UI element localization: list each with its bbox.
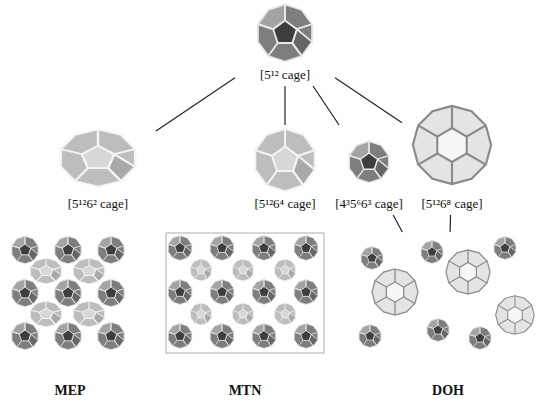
cage-label: [5¹²6² cage] xyxy=(40,196,156,212)
connector-line xyxy=(313,86,339,125)
structure-label: MTN xyxy=(158,383,333,399)
cage-node: [5¹²6² cage] xyxy=(40,125,156,215)
structure-node: MEP xyxy=(3,222,138,402)
cage-435663 xyxy=(349,141,388,182)
cage-51264 xyxy=(255,129,315,192)
cage-label: [5¹² cage] xyxy=(235,67,335,83)
connector-line xyxy=(284,86,285,125)
cage-label: [5¹²6⁸ cage] xyxy=(402,196,502,212)
cage-label: [5¹²6⁴ cage] xyxy=(230,196,340,212)
connector-line xyxy=(450,215,452,232)
doh-structure xyxy=(359,237,534,350)
structure-node: DOH xyxy=(353,232,543,402)
cage-node: [5¹² cage] xyxy=(235,2,335,86)
connector-line xyxy=(393,215,402,232)
mep-structure xyxy=(12,236,124,350)
cage-512 xyxy=(258,4,312,61)
cage-51262 xyxy=(61,129,135,186)
cage-node: [4³5⁶6³ cage] xyxy=(331,125,407,215)
connector-line xyxy=(335,78,402,123)
cage-node: [5¹²6⁸ cage] xyxy=(402,98,502,215)
structure-label: DOH xyxy=(353,383,543,399)
cage-label: [4³5⁶6³ cage] xyxy=(331,196,407,212)
cage-node: [5¹²6⁴ cage] xyxy=(230,125,340,215)
structure-label: MEP xyxy=(3,383,138,399)
connector-line xyxy=(156,78,235,131)
cage-51268 xyxy=(413,106,491,184)
mtn-structure xyxy=(166,233,324,353)
structure-node: MTN xyxy=(158,222,333,402)
